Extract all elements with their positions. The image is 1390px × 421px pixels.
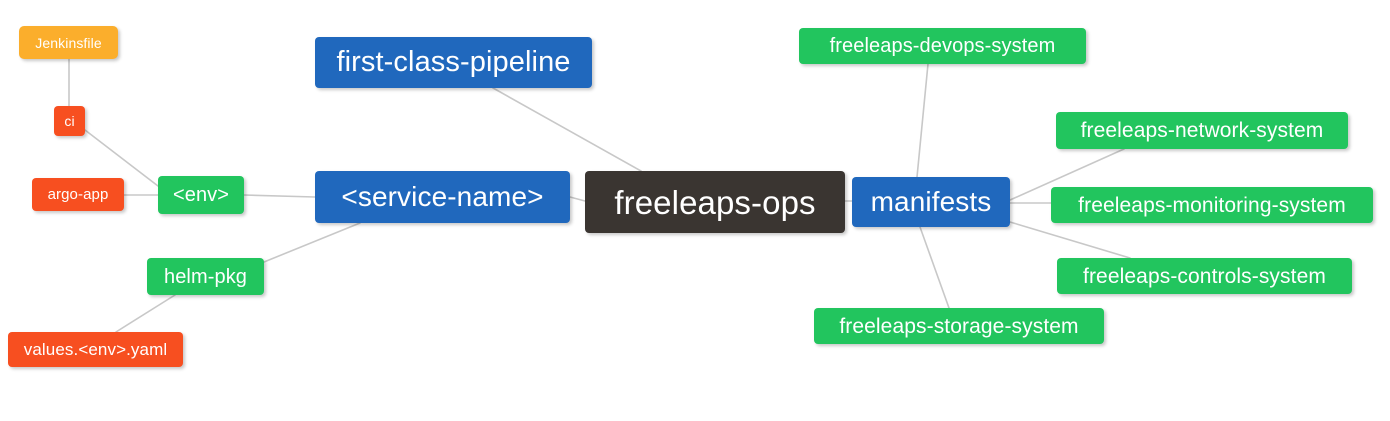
mindmap-node-helm-pkg[interactable]: helm-pkg — [147, 258, 264, 295]
mindmap-node-label: freeleaps-controls-system — [1083, 264, 1326, 288]
edge-manifests-to-freeleaps-controls-system — [1009, 221, 1131, 259]
mindmap-node-argo-app[interactable]: argo-app — [32, 178, 124, 211]
mindmap-node-first-class-pipeline[interactable]: first-class-pipeline — [315, 37, 592, 88]
mindmap-node-label: values.<env>.yaml — [23, 340, 168, 359]
edge-env-to-service-name — [243, 194, 316, 198]
mindmap-node-label: helm-pkg — [163, 265, 248, 288]
mindmap-node-service-name[interactable]: <service-name> — [315, 171, 570, 223]
mindmap-node-label: <env> — [172, 184, 230, 206]
mindmap-node-ci[interactable]: ci — [54, 106, 85, 136]
mindmap-node-label: ci — [64, 113, 75, 129]
mindmap-node-label: freeleaps-devops-system — [829, 35, 1056, 57]
mindmap-node-label: freeleaps-network-system — [1080, 119, 1324, 142]
mindmap-node-freeleaps-storage-system[interactable]: freeleaps-storage-system — [814, 308, 1104, 344]
mindmap-node-label: freeleaps-storage-system — [839, 314, 1079, 338]
mindmap-node-label: <service-name> — [341, 181, 544, 212]
mindmap-node-label: Jenkinsfile — [35, 34, 102, 51]
mindmap-node-label: manifests — [870, 186, 992, 217]
mindmap-node-freeleaps-ops[interactable]: freeleaps-ops — [585, 171, 845, 233]
mindmap-node-freeleaps-monitoring-system[interactable]: freeleaps-monitoring-system — [1051, 187, 1373, 223]
mindmap-node-freeleaps-controls-system[interactable]: freeleaps-controls-system — [1057, 258, 1352, 294]
edge-values-yaml-to-helm-pkg — [115, 294, 176, 333]
edge-manifests-to-freeleaps-devops-system — [916, 63, 929, 178]
mindmap-node-jenkinsfile[interactable]: Jenkinsfile — [19, 26, 118, 59]
edge-service-name-to-freeleaps-ops — [569, 196, 586, 202]
edge-helm-pkg-to-service-name — [263, 222, 361, 263]
mindmap-node-freeleaps-network-system[interactable]: freeleaps-network-system — [1056, 112, 1348, 149]
edge-manifests-to-freeleaps-storage-system — [919, 226, 950, 309]
edge-first-class-pipeline-to-freeleaps-ops — [492, 87, 642, 172]
mindmap-node-env[interactable]: <env> — [158, 176, 244, 214]
mindmap-node-values-yaml[interactable]: values.<env>.yaml — [8, 332, 183, 367]
mindmap-node-label: argo-app — [47, 186, 109, 203]
mindmap-node-label: freeleaps-ops — [614, 183, 816, 221]
mindmap-node-freeleaps-devops-system[interactable]: freeleaps-devops-system — [799, 28, 1086, 64]
mindmap-node-manifests[interactable]: manifests — [852, 177, 1010, 227]
mindmap-node-label: freeleaps-monitoring-system — [1078, 193, 1346, 217]
mindmap-node-label: first-class-pipeline — [336, 46, 571, 78]
